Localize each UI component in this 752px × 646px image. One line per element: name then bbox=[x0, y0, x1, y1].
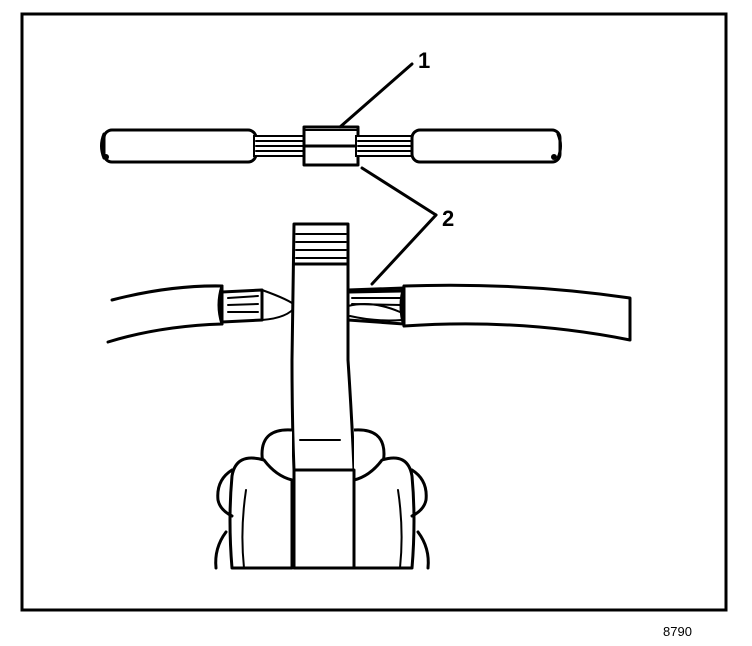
left-curved-strands bbox=[220, 288, 298, 324]
right-wire-insulation bbox=[410, 128, 562, 164]
left-curved-wire bbox=[106, 284, 224, 344]
right-curved-strands bbox=[346, 286, 406, 326]
figure-number: 8790 bbox=[663, 624, 692, 639]
left-bare-strands bbox=[253, 135, 307, 157]
right-bare-strands bbox=[355, 135, 415, 157]
left-handle bbox=[228, 456, 294, 570]
right-curved-wire bbox=[402, 283, 632, 342]
completed-splice bbox=[100, 125, 562, 167]
crimp-tool bbox=[214, 222, 430, 570]
callout-label-2: 2 bbox=[442, 206, 454, 231]
callout-label-1: 1 bbox=[418, 48, 430, 73]
splice-sleeve bbox=[302, 125, 360, 167]
crimp-tool-jaw bbox=[290, 222, 356, 472]
figure-frame bbox=[20, 12, 728, 612]
left-wire-insulation bbox=[100, 128, 258, 164]
callout-1: 1 bbox=[338, 48, 430, 129]
callout-2: 2 bbox=[360, 166, 454, 286]
right-handle bbox=[352, 456, 416, 570]
wire-in-tool bbox=[106, 222, 632, 570]
